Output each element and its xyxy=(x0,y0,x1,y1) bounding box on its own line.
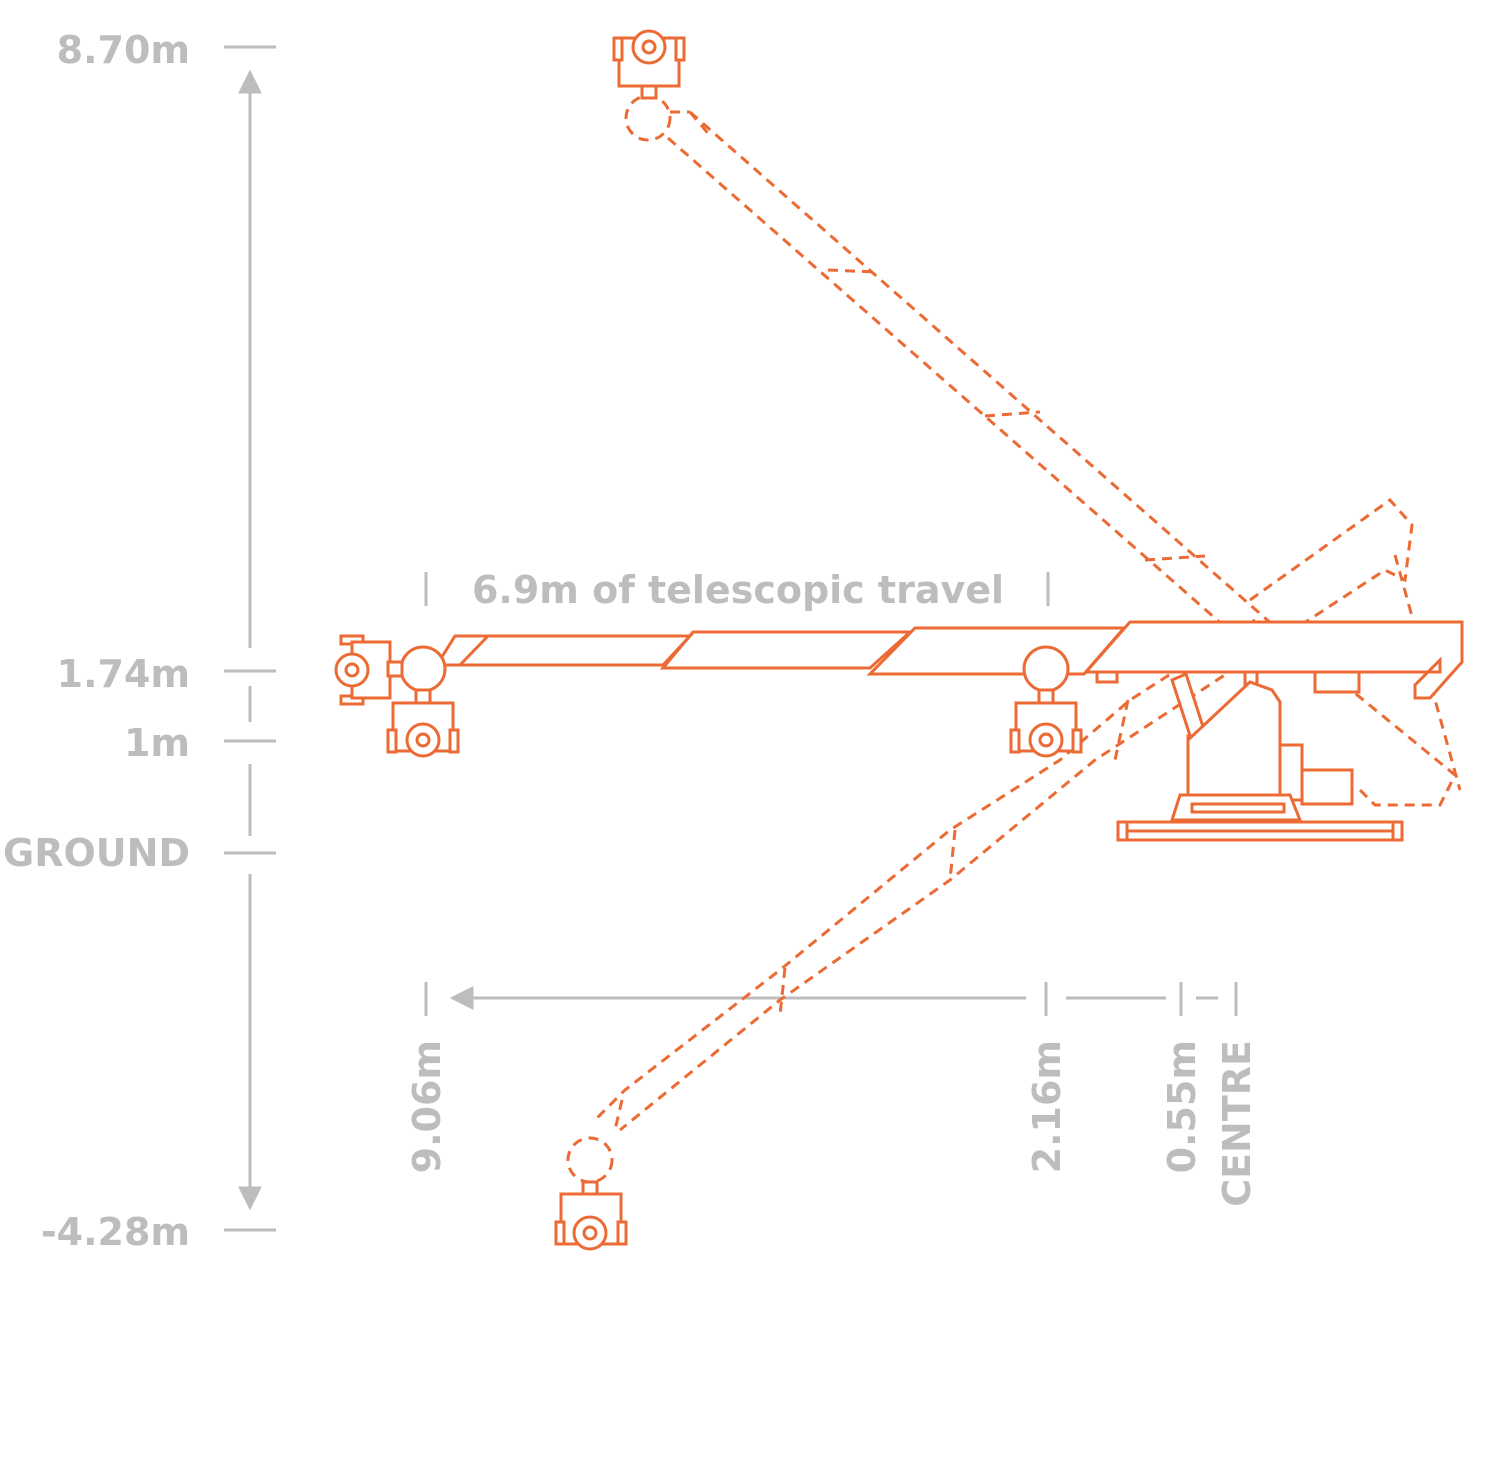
height-label-ground: GROUND xyxy=(3,831,190,875)
telescopic-travel: 6.9m of telescopic travel xyxy=(424,568,1050,612)
height-label-top: 8.70m xyxy=(57,28,190,72)
height-scale: 8.70m 1.74m 1m GROUND -4.28m xyxy=(3,28,276,1254)
reach-label-min: 2.16m xyxy=(1025,1040,1069,1173)
height-label-one-m: 1m xyxy=(124,721,190,765)
bottom-camera-icon xyxy=(554,1180,628,1251)
raised-arm-dashed xyxy=(612,29,1291,642)
reach-label-centre: CENTRE xyxy=(1215,1040,1259,1207)
reach-scale: 9.06m 2.16m 0.55m CENTRE xyxy=(405,982,1259,1207)
height-label-arm: 1.74m xyxy=(57,652,190,696)
reach-label-offset: 0.55m xyxy=(1160,1040,1204,1173)
tip-side-camera-icon xyxy=(334,634,404,706)
height-label-bottom: -4.28m xyxy=(41,1210,190,1254)
tip-camera-icon xyxy=(386,688,460,758)
crane-base xyxy=(1116,670,1404,842)
retracted-camera-icon xyxy=(1009,688,1083,758)
travel-label: 6.9m of telescopic travel xyxy=(472,568,1004,612)
lowered-arm-dashed xyxy=(554,497,1462,1251)
retracted-head-icon xyxy=(1022,645,1070,693)
reach-label-max: 9.06m xyxy=(405,1040,449,1173)
top-camera-icon xyxy=(612,29,686,100)
tip-head-icon xyxy=(399,645,447,693)
horizontal-arm xyxy=(334,620,1464,758)
